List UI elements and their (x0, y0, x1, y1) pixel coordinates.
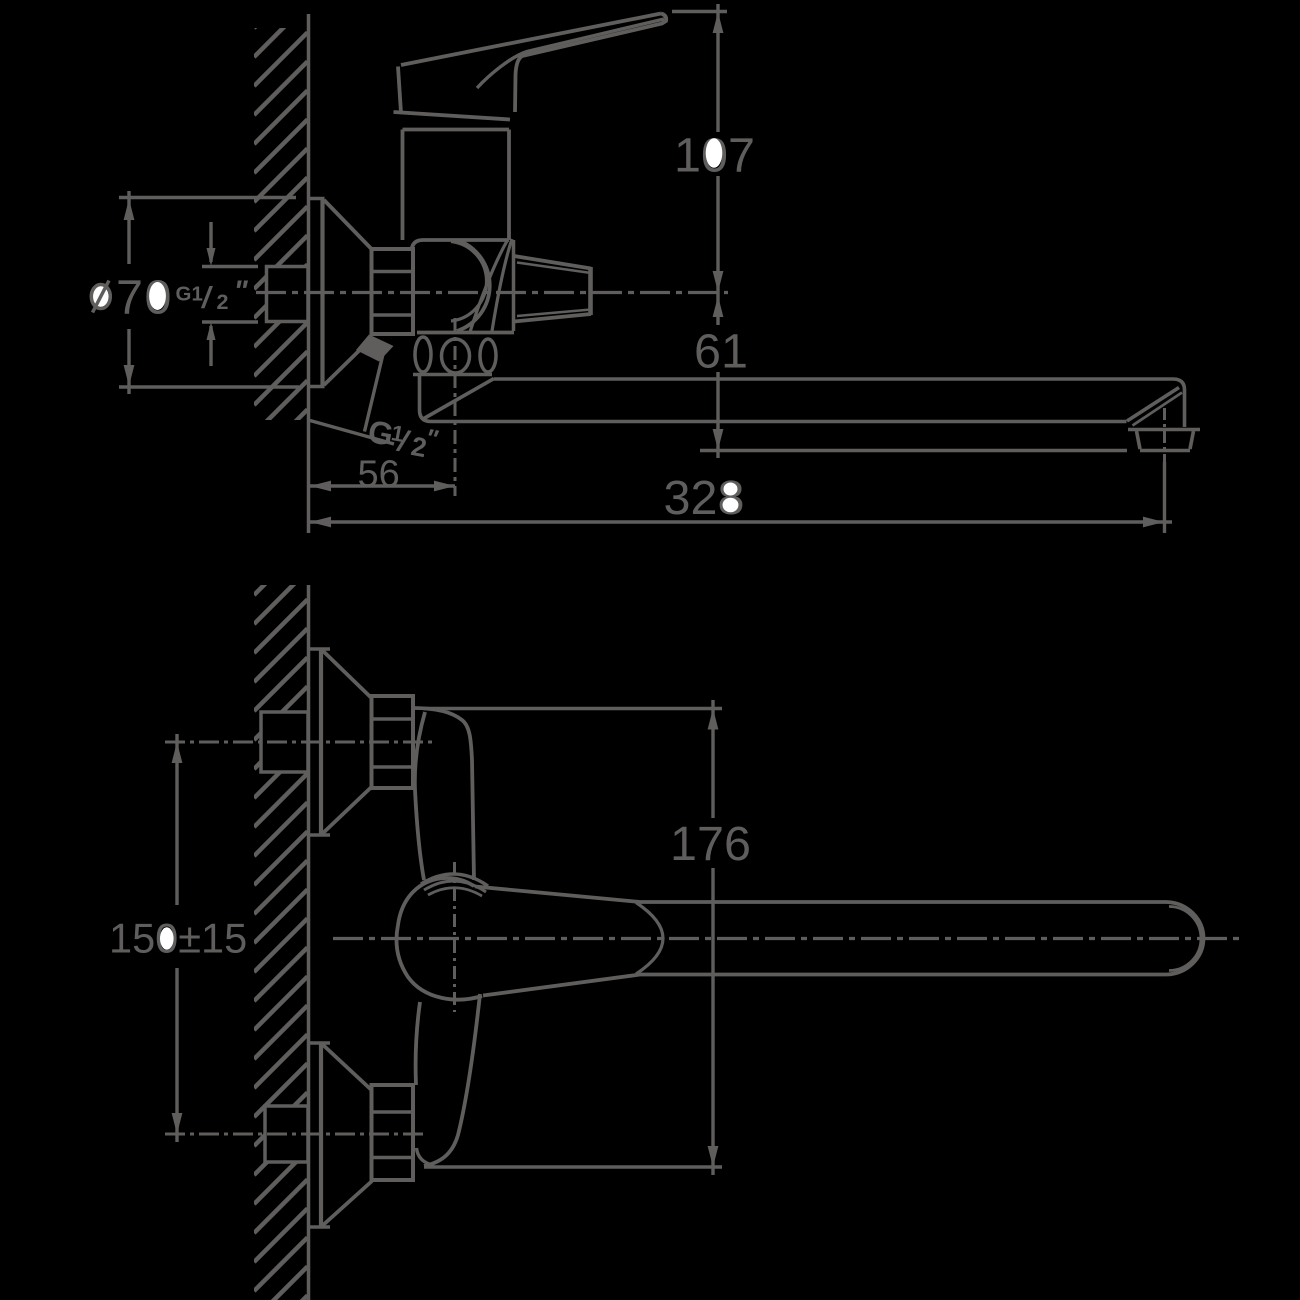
svg-text:G1: G1 (176, 283, 203, 306)
svg-text:": " (234, 275, 249, 308)
svg-text:61: 61 (694, 325, 748, 379)
svg-text:1: 1 (389, 420, 406, 447)
svg-text:56: 56 (358, 454, 400, 496)
svg-text:150±15: 150±15 (109, 915, 247, 962)
svg-text:/: / (200, 282, 213, 315)
svg-text:2: 2 (217, 290, 229, 314)
svg-text:176: 176 (670, 817, 751, 871)
svg-text:2: 2 (409, 431, 429, 463)
